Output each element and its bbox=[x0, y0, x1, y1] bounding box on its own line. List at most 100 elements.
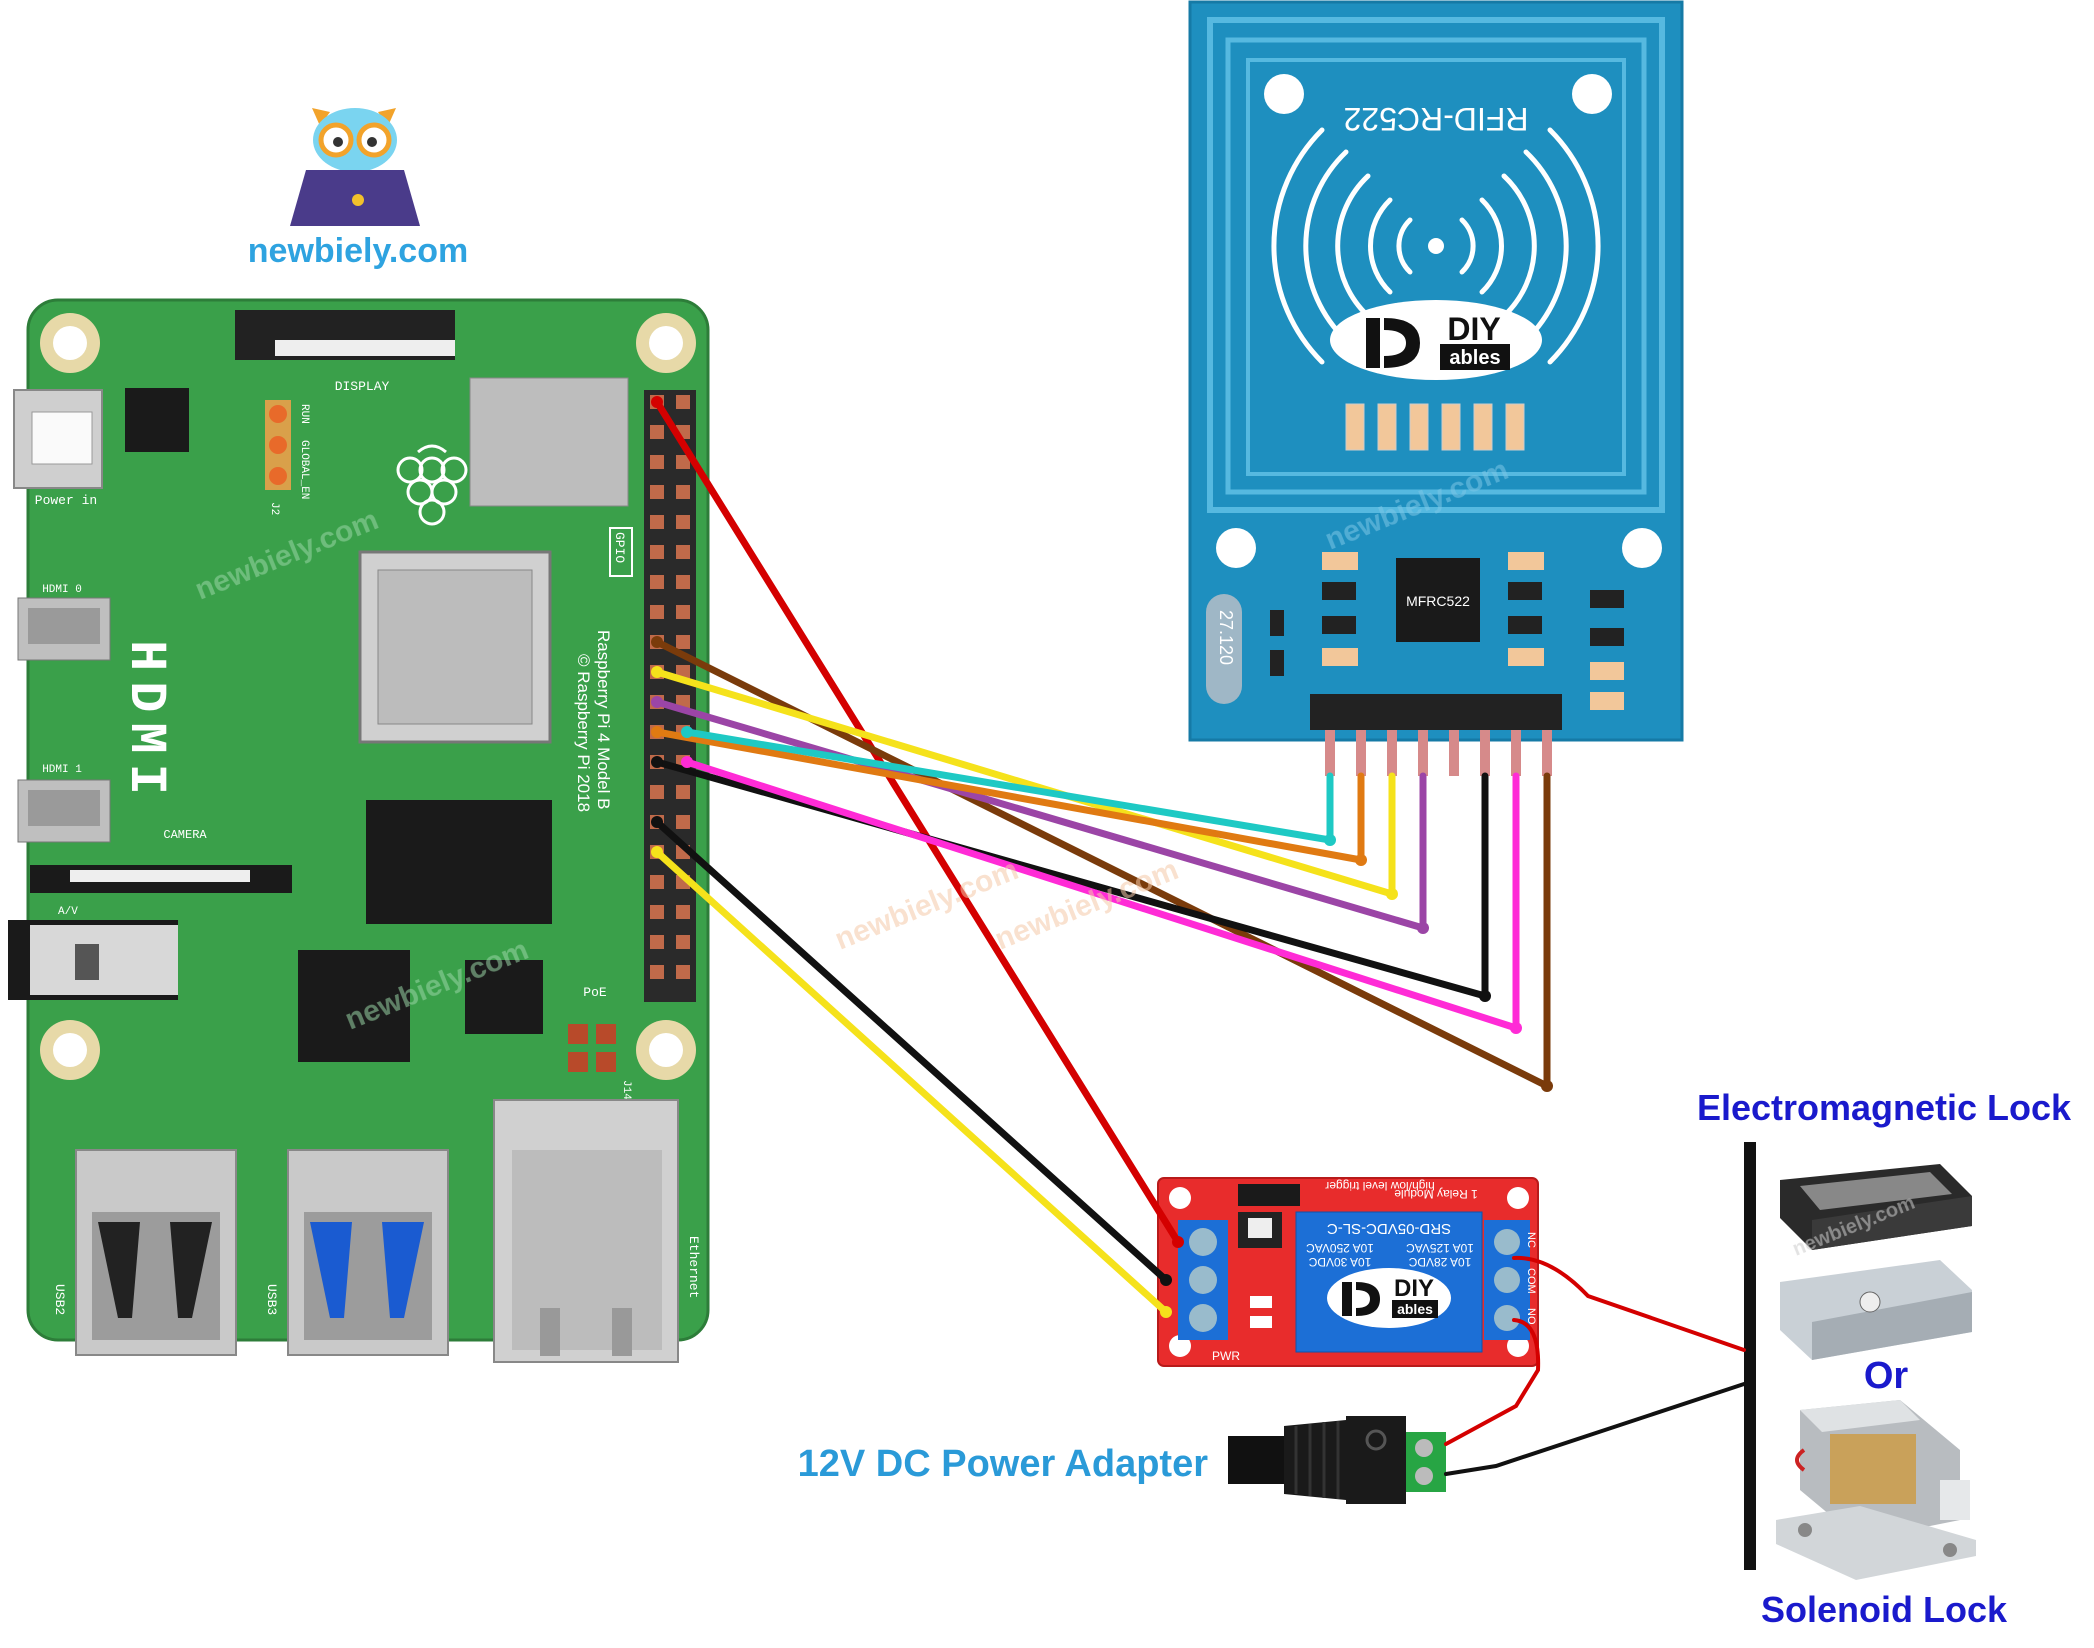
gpio-pin-7 bbox=[650, 485, 664, 499]
relay-title2: high/low level trigger bbox=[1325, 1179, 1434, 1193]
wire-endpoint bbox=[1160, 1306, 1172, 1318]
relay-diyables-bottom: ables bbox=[1397, 1301, 1433, 1317]
gpio-pin-16 bbox=[676, 605, 690, 619]
relay-pwr-label: PWR bbox=[1212, 1349, 1240, 1363]
wire-endpoint bbox=[681, 756, 693, 768]
diyables-bottom: ables bbox=[1449, 347, 1500, 369]
wire-endpoint bbox=[681, 726, 693, 738]
relay-diyables-logo: DIY ables bbox=[1327, 1268, 1451, 1328]
usb3-port bbox=[287, 1149, 449, 1356]
power-in-label: Power in bbox=[35, 493, 97, 508]
hdmi0-label: HDMI 0 bbox=[42, 584, 82, 596]
hdmi-big-label: HDMI bbox=[116, 640, 175, 805]
relay-no-label: NO bbox=[1525, 1308, 1537, 1325]
camera-label: CAMERA bbox=[163, 828, 207, 842]
rfid-waves-icon bbox=[1271, 127, 1601, 365]
wire-endpoint bbox=[651, 396, 663, 408]
dc-power-jack bbox=[1228, 1416, 1446, 1504]
gpio-pin-13 bbox=[650, 575, 664, 589]
wire-endpoint bbox=[1386, 888, 1398, 900]
gpio-pin-27 bbox=[650, 785, 664, 799]
wire-endpoint bbox=[1324, 834, 1336, 846]
gpio-label: GPIO bbox=[612, 532, 627, 563]
power-adapter-label: 12V DC Power Adapter bbox=[798, 1443, 1209, 1485]
gpio-pin-36 bbox=[676, 905, 690, 919]
wire-endpoint bbox=[651, 756, 663, 768]
wire-rpi-pin-29-to-relay-gnd bbox=[653, 818, 1170, 1284]
wire-endpoint bbox=[1355, 854, 1367, 866]
wire-endpoint bbox=[651, 636, 663, 648]
mfrc522-chip bbox=[1396, 558, 1480, 642]
solenoid-lock-image bbox=[1776, 1400, 1976, 1580]
logo-site-text: newbiely.com bbox=[248, 232, 468, 270]
signal-wires bbox=[651, 396, 1553, 1318]
raspberry-pi-board: DISPLAY Power in RUN GLOBAL_EN J2 bbox=[8, 298, 710, 1363]
rfid-rc522-module: RFID-RC522 DIY ables 27.120 bbox=[1188, 0, 1684, 776]
rfid-sda-pin bbox=[1325, 730, 1335, 776]
relay-title1: 1 Relay Module bbox=[1394, 1187, 1478, 1201]
wire-rpi-pin-24-to-rfid-sda bbox=[683, 728, 1334, 844]
rfid-pin-header bbox=[1310, 694, 1562, 730]
j14-label: J14 bbox=[620, 1080, 632, 1100]
gpio-pin-30 bbox=[676, 815, 690, 829]
gpio-pin-35 bbox=[650, 905, 664, 919]
rfid-3.3v-pin bbox=[1542, 730, 1552, 776]
rfid-gnd-pin bbox=[1480, 730, 1490, 776]
wire-rpi-pin-31-to-relay-in bbox=[653, 848, 1170, 1316]
gpio-pin-9 bbox=[650, 515, 664, 529]
ethernet-port bbox=[493, 1099, 679, 1363]
relay-nc-label: NC bbox=[1525, 1232, 1537, 1248]
or-label: Or bbox=[1864, 1355, 1909, 1397]
gpio-pin-5 bbox=[650, 455, 664, 469]
newbiely-logo: newbiely.com bbox=[248, 108, 468, 270]
em-lock-label: Electromagnetic Lock bbox=[1697, 1087, 2072, 1128]
mounting-holes bbox=[40, 313, 696, 1080]
board-copyright-label: © Raspberry Pi 2018 bbox=[574, 654, 593, 812]
rfid-irq-pin bbox=[1449, 730, 1459, 776]
relay-model-label: SRD-05VDC-SL-C bbox=[1327, 1220, 1451, 1237]
wire-endpoint bbox=[1510, 1022, 1522, 1034]
wire-endpoint bbox=[1479, 990, 1491, 1002]
relay-diyables-top: DIY bbox=[1394, 1275, 1434, 1302]
display-label: DISPLAY bbox=[335, 379, 390, 394]
av-label: A/V bbox=[58, 906, 78, 918]
relay-rating1: 10A 250VAC bbox=[1306, 1241, 1374, 1255]
rfid-name: RFID-RC522 bbox=[1344, 101, 1529, 137]
relay-rating2: 10A 30VDC bbox=[1308, 1255, 1371, 1269]
hdmi1-label: HDMI 1 bbox=[42, 764, 82, 776]
relay-module: SRD-05VDC-SL-C 10A 250VAC 10A 30VDC 10A … bbox=[1157, 1177, 1539, 1367]
gpio-pin-40 bbox=[676, 965, 690, 979]
board-model-label: Raspberry Pi 4 Model B bbox=[594, 630, 613, 810]
rfid-miso-pin bbox=[1418, 730, 1428, 776]
raspberry-logo-icon bbox=[396, 444, 468, 526]
gpio-pin-33 bbox=[650, 875, 664, 889]
gpio-pin-15 bbox=[650, 605, 664, 619]
wire-endpoint bbox=[1541, 1080, 1553, 1092]
gpio-pin-11 bbox=[650, 545, 664, 559]
rfid-mosi-pin bbox=[1387, 730, 1397, 776]
wire-endpoint bbox=[651, 726, 663, 738]
crystal-label: 27.120 bbox=[1216, 610, 1236, 665]
gpio-pin-39 bbox=[650, 965, 664, 979]
wire-endpoint bbox=[651, 846, 663, 858]
usb3-label: USB3 bbox=[264, 1284, 279, 1315]
gpio-pin-3 bbox=[650, 425, 664, 439]
wire-endpoint bbox=[651, 696, 663, 708]
gpio-pin-2 bbox=[676, 395, 690, 409]
solenoid-lock-label: Solenoid Lock bbox=[1761, 1589, 2008, 1630]
lock-divider-bar bbox=[1744, 1142, 1756, 1570]
relay-rating4: 10A 28VDC bbox=[1408, 1255, 1471, 1269]
wire-endpoint bbox=[651, 816, 663, 828]
run-label: RUN bbox=[298, 404, 310, 424]
gpio-pin-14 bbox=[676, 575, 690, 589]
gpio-pin-37 bbox=[650, 935, 664, 949]
gpio-header bbox=[644, 390, 696, 1002]
rfid-sck-pin bbox=[1356, 730, 1366, 776]
electromagnetic-lock-image bbox=[1780, 1164, 1972, 1360]
diyables-logo: DIY ables bbox=[1330, 300, 1542, 380]
wire-endpoint bbox=[1172, 1236, 1184, 1248]
wire-endpoint bbox=[1160, 1274, 1172, 1286]
gpio-pin-10 bbox=[676, 515, 690, 529]
rfid-rst-pin bbox=[1511, 730, 1521, 776]
usb2-label: USB2 bbox=[52, 1284, 67, 1315]
